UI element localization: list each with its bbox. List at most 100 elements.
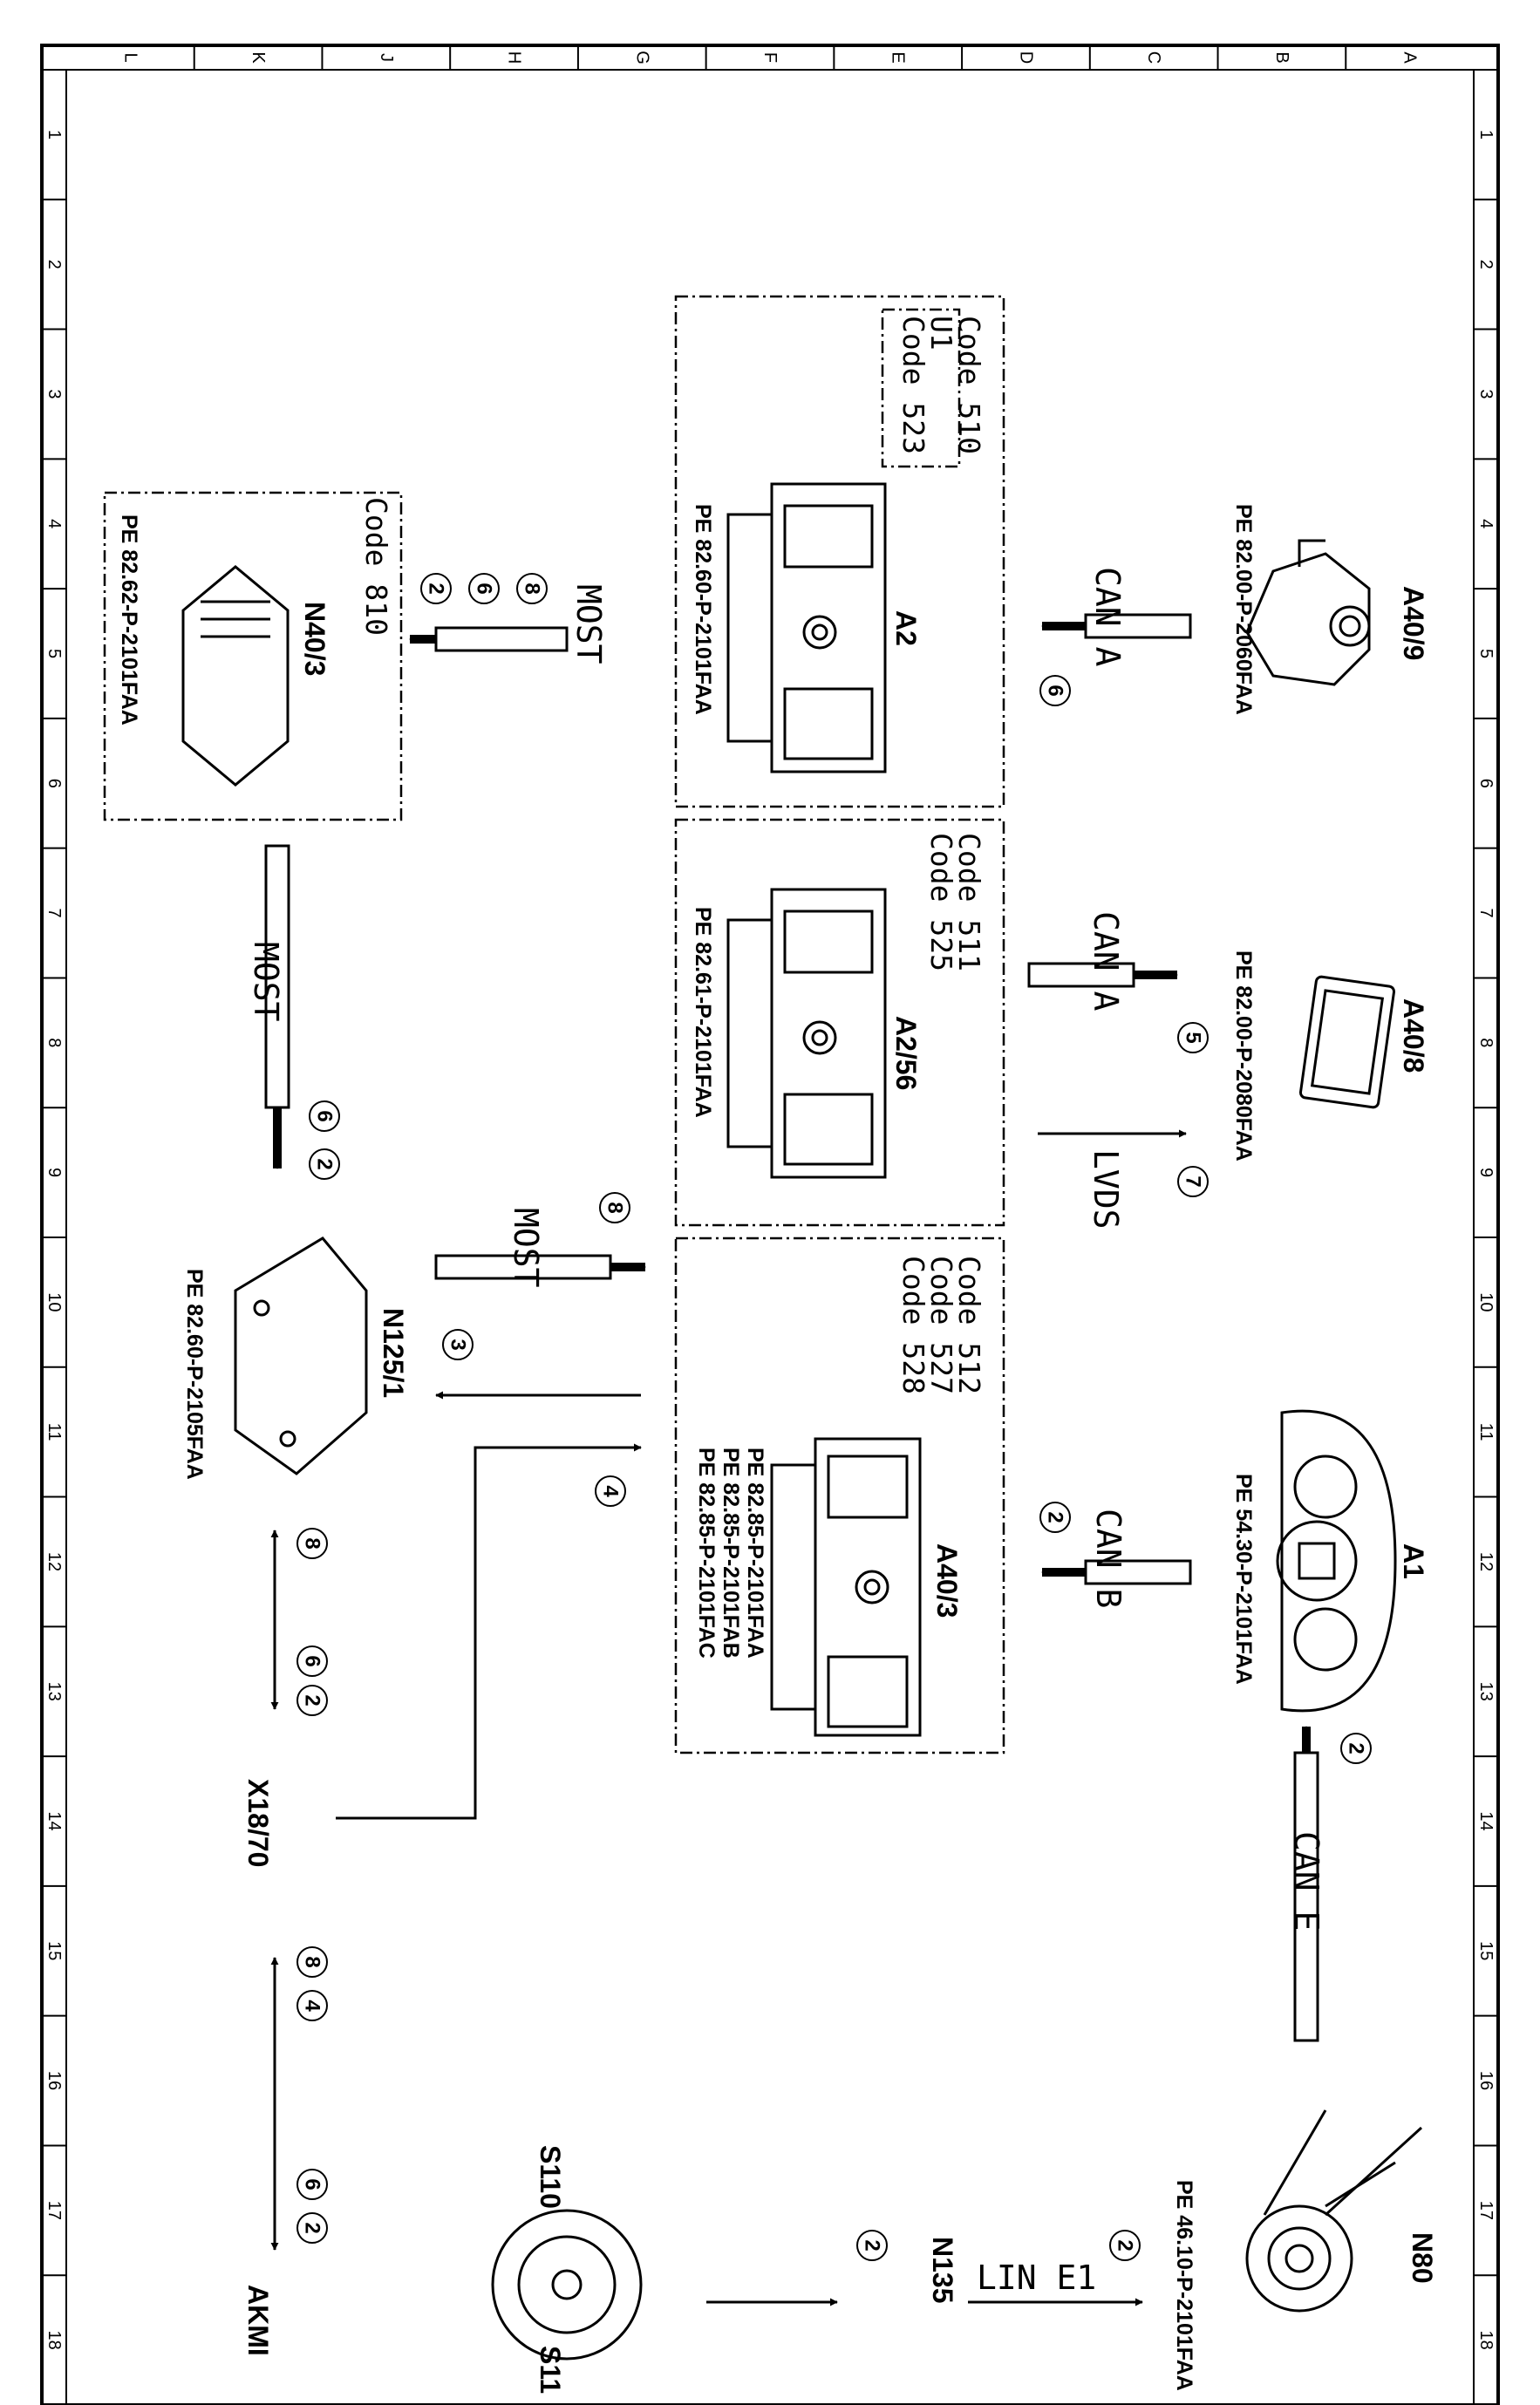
grid-row-label: 3	[44, 389, 64, 399]
grid-row-label: 16	[44, 2071, 64, 2090]
a40-3-pe-ref-1: PE 82.85-P-2101FAA	[743, 1448, 767, 1659]
grid-column-label: G	[632, 51, 651, 65]
grid-row-label: 14	[44, 1811, 64, 1830]
most-label-1: MOST	[569, 584, 608, 664]
grid-row-label: 4	[44, 519, 64, 528]
a2-56-code-1: Code 511	[952, 833, 986, 971]
a2-pe-ref: PE 82.60-P-2101FAA	[691, 504, 715, 715]
grid-column-label: A	[1400, 51, 1420, 64]
a40-3-code-1: Code 512	[952, 1256, 986, 1394]
grid-row-label: 11	[44, 1423, 64, 1441]
marker-most-down-a: 6	[313, 1110, 337, 1121]
a40-3-headunit-icon	[770, 1437, 922, 1737]
can-b-label: CAN B	[1089, 1509, 1128, 1608]
marker-lvds: 7	[1182, 1175, 1205, 1187]
grid-row-label: 12	[1476, 1552, 1496, 1571]
grid-column-label: F	[760, 52, 780, 63]
lvds-label: LVDS	[1087, 1149, 1125, 1230]
n125-1-module-icon	[234, 1237, 368, 1475]
a40-8-label: A40/8	[1398, 998, 1429, 1073]
marker-akmi-c: 6	[301, 2178, 324, 2190]
a2-56-label: A2/56	[890, 1016, 922, 1090]
grid-row-label: 17	[44, 2201, 64, 2220]
a40-3-code-2: Code 527	[924, 1256, 958, 1394]
grid-row-label: 8	[44, 1038, 64, 1047]
circled-markers: 6 5 7 2 2 8 6 2 6 2 8 3 4 8 6 2 8 4 6 2 …	[296, 573, 1372, 2261]
marker-n135: 2	[861, 2239, 884, 2251]
marker-a40-3-can: 2	[1044, 1511, 1067, 1523]
marker-can-e: 2	[1345, 1742, 1368, 1754]
grid-row-label: 4	[1476, 519, 1496, 528]
a40-3-label: A40/3	[931, 1543, 963, 1618]
grid-row-label: 18	[1476, 2330, 1496, 2349]
a2-code-1: Code 510	[952, 316, 986, 454]
grid-row-label: 3	[1476, 389, 1496, 399]
marker-most-down-b: 2	[313, 1158, 337, 1169]
marker-a40-8-can: 5	[1182, 1032, 1205, 1043]
grid-row-label: 10	[44, 1292, 64, 1312]
n80-label: N80	[1407, 2232, 1438, 2284]
a40-8-display-icon	[1298, 975, 1396, 1109]
grid-column-label: K	[249, 51, 268, 64]
a2-code-2: U1	[924, 316, 958, 351]
most-label-2: MOST	[247, 942, 285, 1022]
marker-left-c: 2	[301, 1694, 324, 1706]
grid-column-label: C	[1144, 51, 1163, 64]
marker-a2-can: 6	[1044, 685, 1067, 696]
marker-x18-arrow: 4	[599, 1485, 623, 1497]
grid-row-label: 11	[1476, 1423, 1496, 1441]
can-a-label-1: CAN A	[1088, 567, 1127, 667]
a40-9-label: A40/9	[1398, 586, 1429, 660]
grid-row-label: 15	[1476, 1941, 1496, 1960]
n125-1-pe-ref: PE 82.60-P-2105FAA	[182, 1269, 207, 1480]
grid-row-label: 5	[1476, 649, 1496, 658]
grid-row-label: 18	[44, 2330, 64, 2349]
n40-3-amplifier-icon	[181, 565, 290, 787]
grid-row-label: 6	[44, 779, 64, 788]
grid-row-label: 10	[1476, 1292, 1496, 1312]
steering-wheel-icon	[491, 2209, 643, 2361]
a40-3-pe-ref-2: PE 82.85-P-2101FAB	[719, 1448, 743, 1659]
n80-steering-switch-icon	[1245, 2109, 1423, 2313]
a2-code-3: Code 523	[896, 316, 930, 454]
grid-column-label: B	[1272, 51, 1291, 63]
grid-row-label: 8	[1476, 1038, 1496, 1047]
grid-row-label: 6	[1476, 779, 1496, 788]
s110-label: S110	[535, 2145, 566, 2209]
bus-arrows	[264, 613, 1319, 2306]
n40-3-pe-ref: PE 82.62-P-2101FAA	[117, 514, 141, 726]
grid-column-label: D	[1016, 51, 1035, 64]
a40-3-code-3: Code 528	[896, 1256, 930, 1394]
a1-label: A1	[1398, 1543, 1429, 1579]
marker-lin: 2	[1114, 2239, 1137, 2251]
n80-pe-ref: PE 46.10-P-2101FAA	[1172, 2180, 1196, 2391]
n40-3-code: Code 810	[359, 497, 393, 636]
marker-most-n40-b: 6	[473, 583, 496, 594]
grid-row-label: 1	[44, 130, 64, 140]
grid-column-label: L	[120, 52, 140, 62]
grid-row-label: 1	[1476, 130, 1496, 140]
a1-instrument-cluster-icon	[1276, 1409, 1397, 1713]
grid-column-label: H	[505, 51, 524, 64]
marker-left-a: 8	[301, 1537, 324, 1549]
grid-row-label: 14	[1476, 1811, 1496, 1830]
marker-akmi-d: 2	[301, 2222, 324, 2233]
x18-70-label: X18/70	[242, 1779, 274, 1867]
most-label-3: MOST	[507, 1208, 545, 1288]
grid-row-label: 15	[44, 1941, 64, 1960]
akmi-label: AKMI	[242, 2285, 274, 2356]
grid-row-label: 7	[44, 908, 64, 917]
grid-row-label: 9	[1476, 1168, 1496, 1177]
a40-8-pe-ref: PE 82.00-P-2080FAA	[1231, 950, 1256, 1162]
marker-most-n40-c: 2	[425, 583, 448, 594]
a1-pe-ref: PE 54.30-P-2101FAA	[1231, 1474, 1256, 1685]
can-a-label-2: CAN A	[1087, 911, 1125, 1012]
grid-column-label: E	[889, 51, 908, 63]
n40-3-label: N40/3	[299, 602, 330, 676]
grid-row-label: 16	[1476, 2071, 1496, 2090]
a2-56-radio-icon	[726, 888, 887, 1179]
module-box-a2	[103, 295, 1005, 1754]
n125-1-label: N125/1	[378, 1308, 409, 1398]
